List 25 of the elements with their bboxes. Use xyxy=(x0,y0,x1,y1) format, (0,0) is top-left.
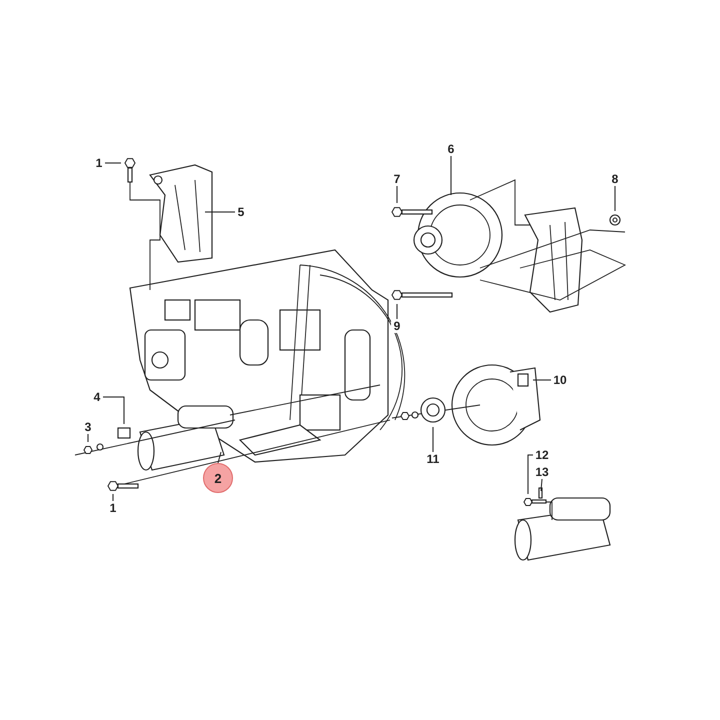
leader-line xyxy=(112,494,114,502)
callout-number: 1 xyxy=(93,156,105,170)
leader-line xyxy=(396,304,398,320)
leader-line xyxy=(104,162,122,164)
leader-line xyxy=(432,426,434,452)
callout-number: 9 xyxy=(391,319,403,333)
callout-number: 11 xyxy=(424,452,442,466)
callout-number: 3 xyxy=(82,420,94,434)
leader-line xyxy=(102,396,124,424)
leader-line xyxy=(396,186,398,204)
leader-line xyxy=(450,156,452,196)
leader-line xyxy=(218,452,222,464)
leader-line xyxy=(614,186,616,212)
callout-number: 10 xyxy=(551,373,569,387)
callout-number: 8 xyxy=(609,172,621,186)
callout-number: 1 xyxy=(107,501,119,515)
callout-number: 6 xyxy=(445,142,457,156)
callout-number: 13 xyxy=(533,465,551,479)
callout-number: 12 xyxy=(533,448,551,462)
callout-number: 4 xyxy=(91,390,103,404)
leader-line xyxy=(540,478,542,492)
leader-line xyxy=(528,454,534,494)
callout-number: 5 xyxy=(235,205,247,219)
callout-number: 7 xyxy=(391,172,403,186)
highlighted-callout-number: 2 xyxy=(203,463,233,493)
